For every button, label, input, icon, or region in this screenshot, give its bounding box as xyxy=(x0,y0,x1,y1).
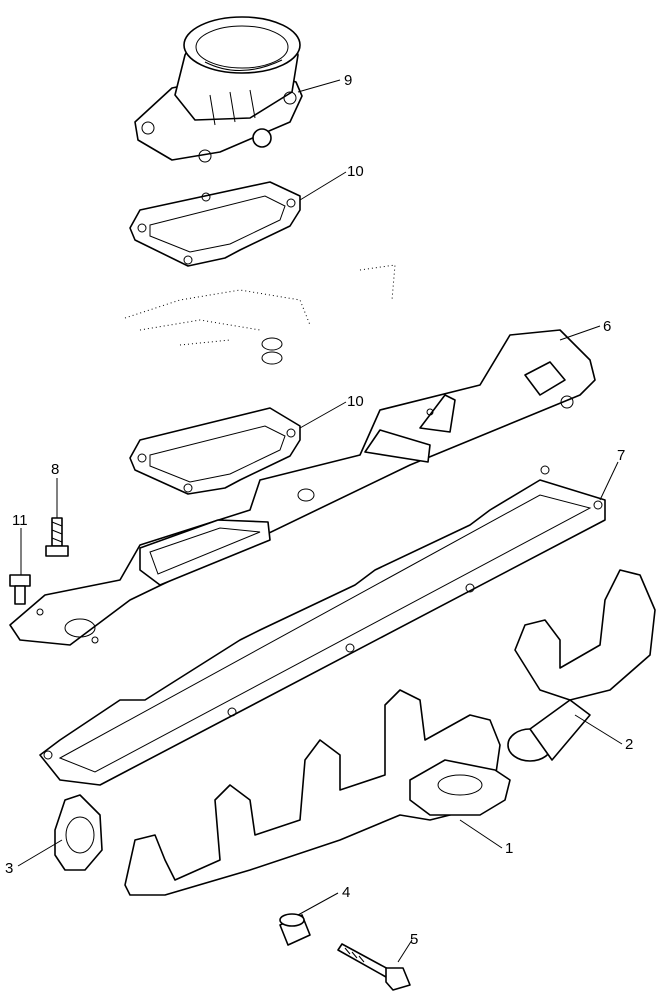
callout-11: 11 xyxy=(12,512,28,529)
callout-4: 4 xyxy=(342,884,350,901)
part-10-lower-gasket xyxy=(129,407,301,495)
part-9-outlet-housing xyxy=(134,16,303,163)
leader-lines xyxy=(17,79,623,963)
part-3-flange xyxy=(54,794,103,871)
callout-8: 8 xyxy=(51,461,59,478)
callout-2: 2 xyxy=(625,736,633,753)
part-6-manifold-plate xyxy=(9,329,596,646)
callout-labels: 9 10 6 10 8 7 11 2 1 3 4 5 xyxy=(5,72,633,948)
callout-10-upper: 10 xyxy=(347,163,364,180)
callout-5: 5 xyxy=(410,931,418,948)
part-7-long-gasket xyxy=(39,465,606,786)
part-2-rear-manifold xyxy=(507,569,656,762)
part-4-spacer xyxy=(279,913,311,946)
callout-7: 7 xyxy=(617,447,625,464)
part-10-upper-gasket xyxy=(129,181,301,267)
callout-3: 3 xyxy=(5,860,13,877)
callout-9: 9 xyxy=(344,72,352,89)
callout-10-lower: 10 xyxy=(347,393,364,410)
part-5-long-bolt xyxy=(337,943,411,991)
stipple-detail xyxy=(124,264,396,365)
part-1-front-manifold xyxy=(124,689,511,896)
part-8-bolt xyxy=(45,517,69,557)
callout-6: 6 xyxy=(603,318,611,335)
part-11-bolt xyxy=(9,574,31,605)
callout-1: 1 xyxy=(505,840,513,857)
